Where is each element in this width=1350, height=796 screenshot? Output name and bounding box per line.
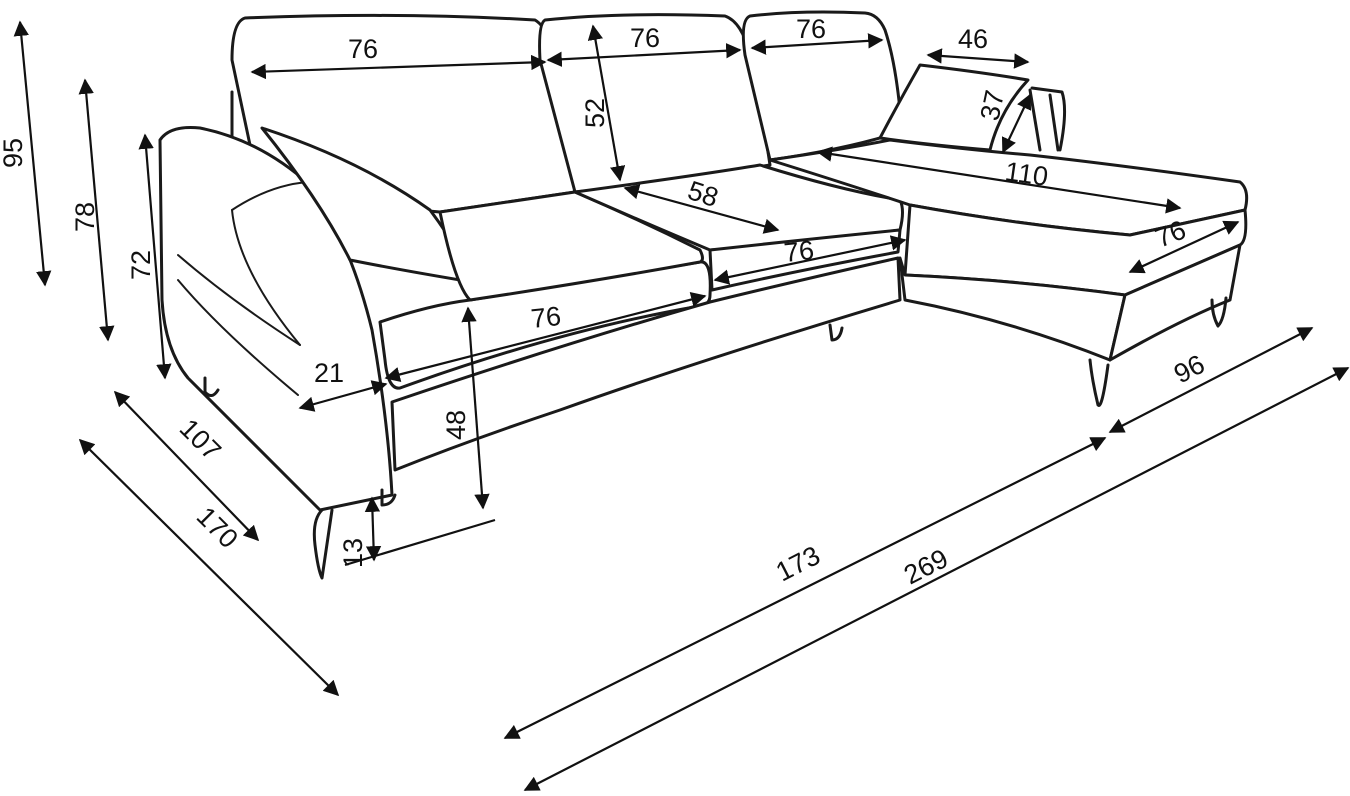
- label-back-cushion-middle: 76: [630, 23, 660, 53]
- leg-chaise-front: [1088, 358, 1110, 407]
- label-armrest-height: 72: [126, 250, 156, 280]
- left-armrest: [158, 126, 394, 512]
- leg-chaise-back: [1210, 296, 1228, 328]
- label-seat-middle-width: 76: [782, 235, 815, 268]
- label-seat-left-width: 76: [529, 301, 562, 334]
- leg-front-middle: [380, 488, 397, 507]
- leg-front-left: [312, 508, 334, 580]
- label-seat-height: 48: [441, 410, 471, 440]
- label-chaise-total-depth: 170: [191, 501, 244, 554]
- label-armrest-width: 21: [314, 358, 344, 388]
- label-pillow-width: 46: [958, 24, 988, 54]
- label-back-height: 78: [70, 202, 100, 232]
- label-total-length: 269: [899, 543, 953, 590]
- label-back-cushion-left: 76: [348, 34, 378, 64]
- label-leg-height: 13: [338, 538, 368, 568]
- label-sofa-length: 173: [771, 540, 825, 587]
- label-total-height: 95: [0, 138, 28, 168]
- dimension-lines: [13, 20, 1350, 791]
- label-pillow-height: 37: [975, 88, 1011, 124]
- label-back-cushion-height: 52: [580, 98, 610, 128]
- label-chaise-depth: 110: [1003, 156, 1050, 192]
- sofa-outline: [158, 10, 1249, 580]
- label-sofa-depth: 107: [174, 413, 227, 466]
- label-back-cushion-right: 76: [796, 14, 826, 44]
